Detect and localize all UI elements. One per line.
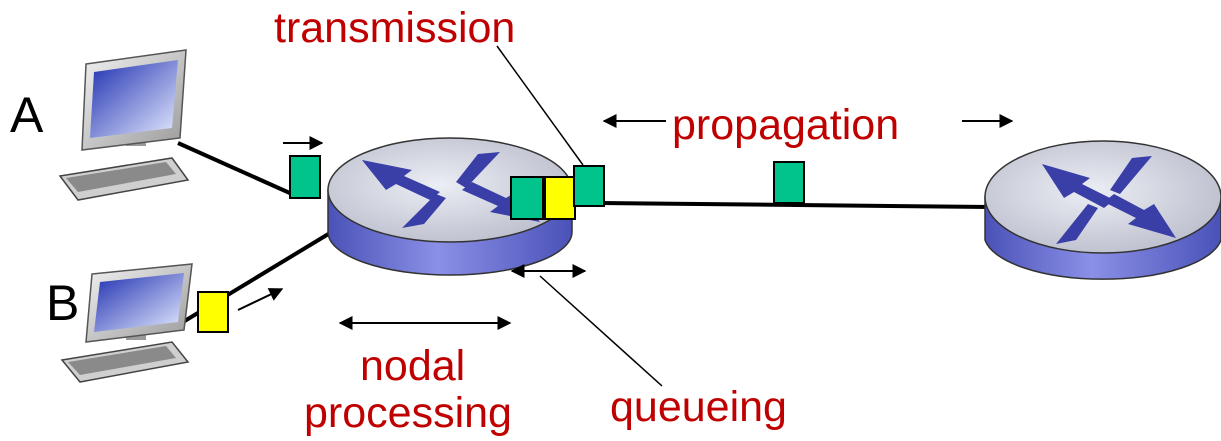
router-2 [984, 140, 1221, 280]
nodal-label: nodal [360, 342, 466, 390]
packet-propagating [773, 161, 805, 204]
link-router-router [599, 201, 991, 209]
queueing-pointer [539, 275, 663, 387]
transmission-label: transmission [274, 4, 516, 52]
packet-queued-yellow [544, 176, 576, 220]
link-a-router [177, 141, 293, 196]
packet-from-b [197, 291, 229, 333]
host-b-computer-icon [60, 263, 193, 383]
processing-label: processing [304, 389, 512, 437]
queueing-label: queueing [610, 383, 787, 431]
arrow-b-direction [237, 288, 284, 311]
host-b-label: B [46, 275, 80, 331]
propagation-label: propagation [672, 101, 900, 149]
packet-from-a [289, 155, 321, 199]
transmission-pointer [496, 45, 584, 166]
packet-queued-green [510, 176, 544, 220]
packet-transmitting [573, 165, 605, 207]
host-a-computer-icon [58, 49, 190, 201]
router-2-cross-icon [1042, 156, 1176, 244]
host-a-label: A [10, 87, 44, 143]
